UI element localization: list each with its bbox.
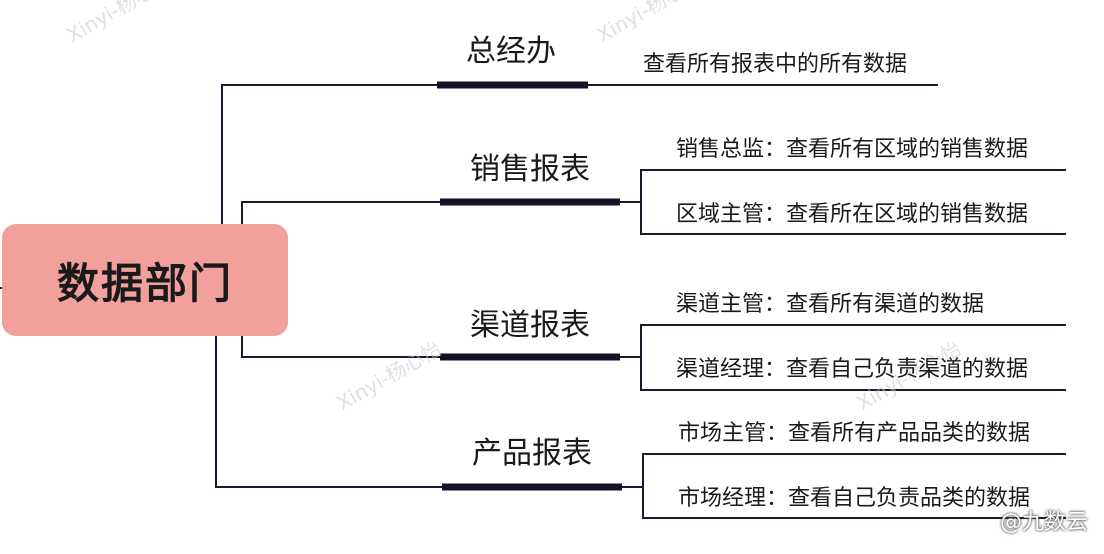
bracket-chanpin	[642, 453, 1066, 519]
connector-root-zongjingban	[221, 84, 437, 224]
bracket-qudao	[640, 324, 1066, 391]
connector-root-xiaoshou	[241, 201, 440, 224]
root-node[interactable]: 数据部门	[2, 224, 288, 336]
branch-chanpin[interactable]: 产品报表	[472, 436, 592, 471]
root-node-label: 数据部门	[56, 258, 233, 308]
connector-root-chanpin	[215, 336, 442, 488]
leaf-xiaoshou-2[interactable]: 区域主管：查看所在区域的销售数据	[676, 202, 1029, 227]
connector-root-qudao	[241, 336, 440, 358]
branch-qudao[interactable]: 渠道报表	[470, 308, 590, 343]
leaf-xiaoshou-1[interactable]: 销售总监：查看所有区域的销售数据	[676, 137, 1029, 162]
bracket-xiaoshou	[640, 169, 1066, 235]
leaf-qudao-1[interactable]: 渠道主管：查看所有渠道的数据	[676, 292, 985, 317]
leaf-chanpin-2[interactable]: 市场经理：查看自己负责品类的数据	[678, 486, 1031, 511]
leaf-chanpin-1[interactable]: 市场主管：查看所有产品品类的数据	[678, 421, 1031, 446]
brand-watermark: @九数云	[999, 510, 1088, 535]
branch-zongjingban[interactable]: 总经办	[466, 34, 556, 69]
leaf-zongjingban-1[interactable]: 查看所有报表中的所有数据	[643, 52, 908, 77]
leaf-qudao-2[interactable]: 渠道经理：查看自己负责渠道的数据	[676, 357, 1029, 382]
branch-xiaoshou[interactable]: 销售报表	[470, 152, 590, 187]
